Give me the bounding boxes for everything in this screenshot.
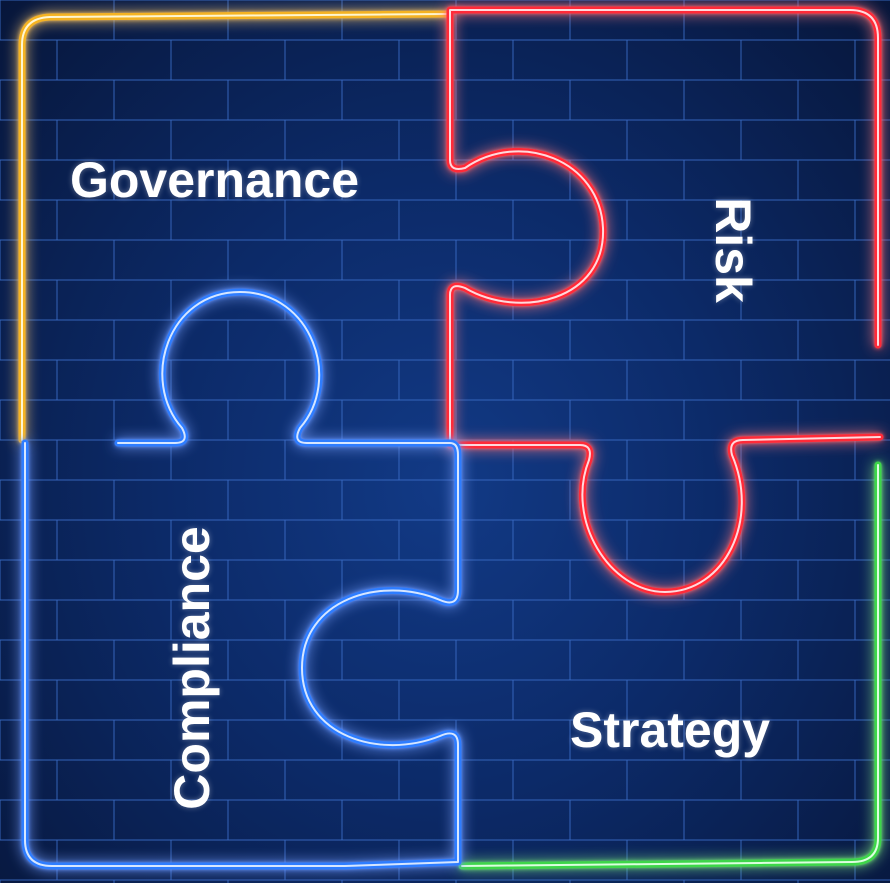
governance-label: Governance xyxy=(70,152,360,208)
risk-piece-outline xyxy=(446,6,884,596)
strategy-label: Strategy xyxy=(570,702,771,758)
governance-piece-outline xyxy=(18,10,452,444)
compliance-label: Compliance xyxy=(164,526,220,810)
strategy-piece-outline xyxy=(458,461,882,870)
compliance-piece-outline xyxy=(21,288,462,870)
risk-label: Risk xyxy=(705,197,761,303)
